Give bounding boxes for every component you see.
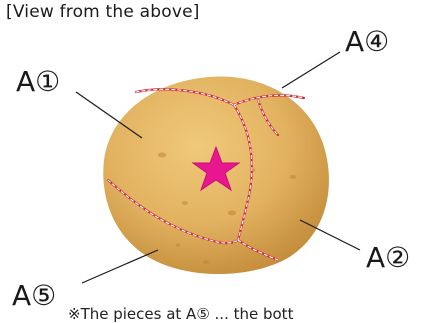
label-a5: A⑤ — [12, 279, 56, 312]
label-a4: A④ — [345, 25, 389, 58]
label-a2: A② — [366, 241, 410, 274]
footnote: ※The pieces at A⑤ ... the bott — [68, 305, 293, 323]
leader-line-a4 — [282, 52, 340, 88]
label-a1: A① — [16, 65, 60, 98]
leader-line-a5 — [82, 250, 158, 283]
